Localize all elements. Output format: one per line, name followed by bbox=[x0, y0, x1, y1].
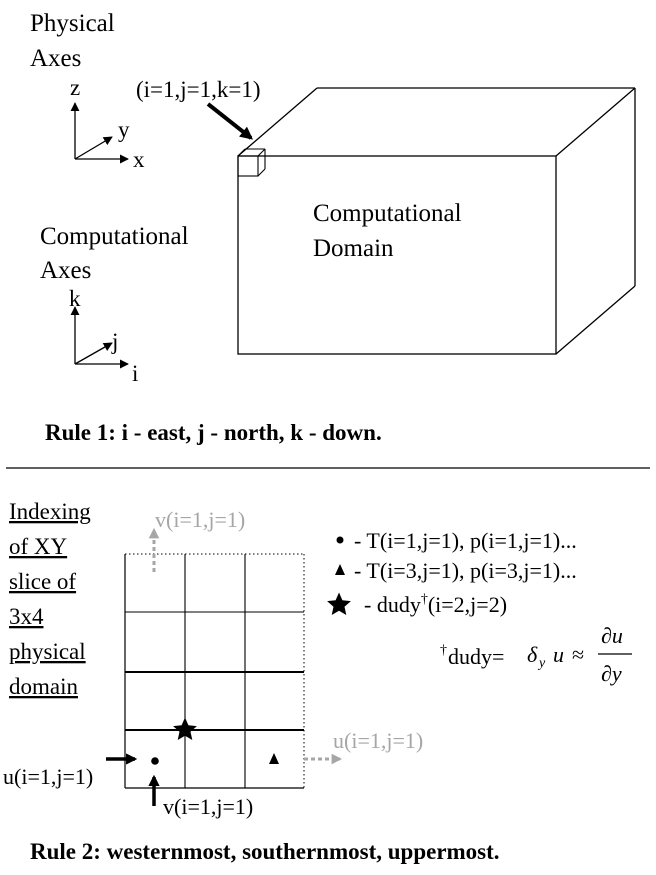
legend-dot-icon bbox=[336, 536, 344, 544]
legend-star-icon bbox=[327, 592, 351, 615]
legend-triangle-text: - T(i=3,j=1), p(i=3,j=1)... bbox=[354, 558, 577, 583]
indexing-line3: slice of bbox=[9, 569, 76, 594]
i-axis-label: i bbox=[132, 361, 138, 386]
xy-slice-grid bbox=[124, 553, 305, 789]
indexing-caption: Indexing of XY slice of 3x4 physical dom… bbox=[9, 499, 91, 699]
y-axis-arrow bbox=[74, 136, 113, 160]
formula-delta: δ bbox=[527, 642, 538, 667]
indexing-line5: physical bbox=[9, 639, 86, 664]
dudy-formula: † dudy= δ y u ≈ ∂u ∂y bbox=[440, 623, 632, 686]
indexing-line1: Indexing bbox=[9, 499, 91, 524]
v-top-label: v(i=1,j=1) bbox=[155, 507, 245, 532]
formula-subscript-y: y bbox=[537, 656, 546, 671]
indexing-line4: 3x4 bbox=[9, 604, 44, 629]
corner-pointer-arrow bbox=[206, 102, 254, 140]
x-axis-label: x bbox=[133, 147, 145, 172]
indexing-line2: of XY bbox=[9, 534, 68, 559]
u-left-label: u(i=1,j=1) bbox=[3, 764, 93, 789]
legend-star-suffix: (i=2,j=2) bbox=[428, 592, 507, 617]
dudy-star bbox=[173, 717, 197, 740]
computational-domain-box bbox=[237, 87, 636, 355]
t-point-dot bbox=[151, 757, 159, 765]
y-axis-label: y bbox=[118, 117, 130, 142]
computational-axes-title-line1: Computational bbox=[40, 223, 189, 250]
corner-cell-label: (i=1,j=1,k=1) bbox=[136, 77, 261, 102]
j-axis-label: j bbox=[111, 329, 118, 354]
domain-label-line1: Computational bbox=[313, 200, 462, 227]
domain-label-line2: Domain bbox=[313, 235, 394, 262]
legend-star-prefix: - dudy bbox=[364, 592, 421, 617]
formula-approx: ≈ bbox=[572, 642, 584, 667]
physical-axes-title-line2: Axes bbox=[30, 45, 81, 72]
t-point-triangle bbox=[269, 753, 279, 764]
corner-cell-cube bbox=[237, 148, 266, 177]
formula-u: u bbox=[553, 642, 564, 667]
k-axis-label: k bbox=[69, 286, 81, 311]
rule-2-text: Rule 2: westernmost, southernmost, upper… bbox=[30, 839, 500, 864]
z-axis-label: z bbox=[70, 75, 80, 100]
indexing-line6: domain bbox=[9, 674, 78, 699]
computational-axes-title-line2: Axes bbox=[40, 257, 91, 284]
rule-1-text: Rule 1: i - east, j - north, k - down. bbox=[45, 420, 382, 445]
legend-dot-text: - T(i=1,j=1), p(i=1,j=1)... bbox=[354, 528, 577, 553]
legend-star-text: - dudy†(i=2,j=2) bbox=[364, 592, 507, 617]
j-axis-arrow bbox=[74, 342, 113, 365]
formula-lhs: dudy= bbox=[448, 644, 504, 669]
formula-denominator: ∂y bbox=[601, 661, 622, 686]
formula-numerator: ∂u bbox=[601, 623, 623, 648]
physical-axes-title-line1: Physical bbox=[30, 10, 115, 37]
formula-dagger: † bbox=[440, 643, 447, 658]
legend-star-dagger: † bbox=[421, 592, 428, 607]
v-bottom-label: v(i=1,j=1) bbox=[163, 794, 253, 819]
legend-triangle-icon bbox=[335, 564, 345, 575]
u-right-label: u(i=1,j=1) bbox=[333, 728, 423, 753]
